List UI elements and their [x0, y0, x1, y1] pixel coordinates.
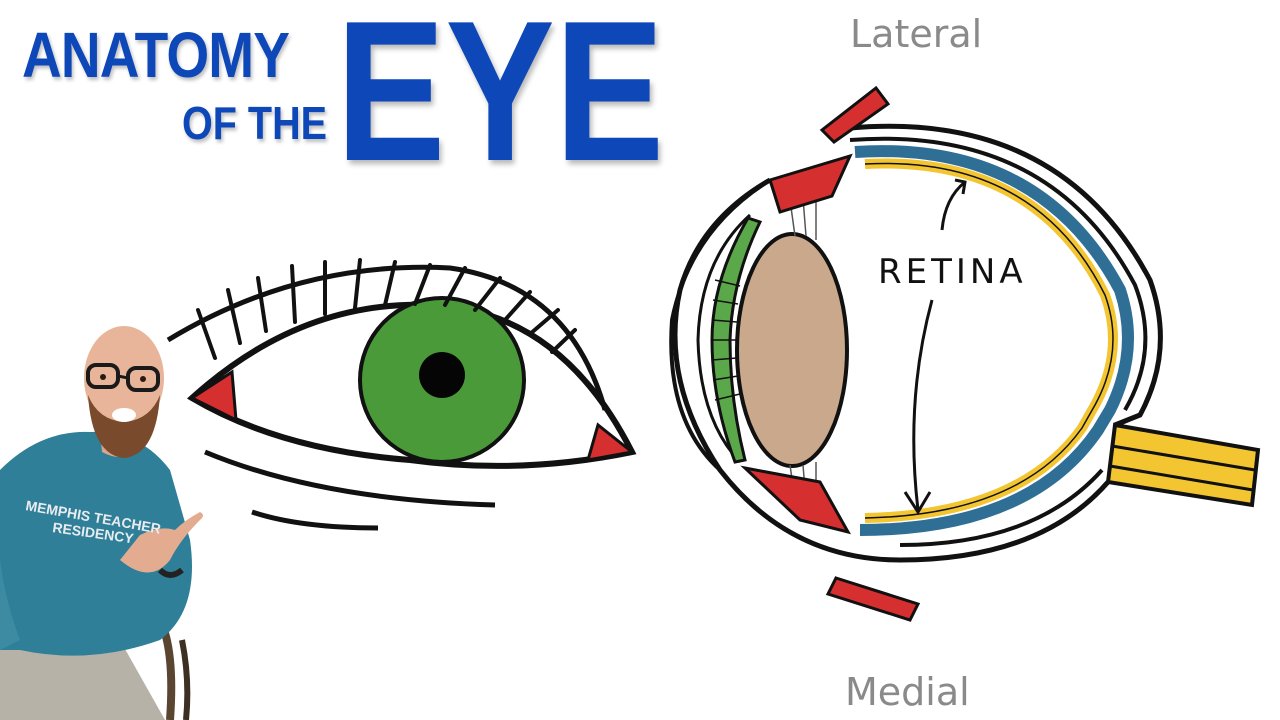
choroid	[854, 145, 1134, 536]
extraocular-muscle-lower	[825, 576, 921, 622]
title-anatomy: ANATOMY	[22, 19, 290, 91]
optic-nerve	[1105, 422, 1261, 508]
pupil	[419, 352, 465, 398]
title-block: ANATOMY OF THE EYE	[0, 0, 680, 200]
title-eye: EYE	[336, 0, 665, 203]
cross-iris	[710, 216, 763, 464]
ciliary-body-lower	[740, 465, 852, 535]
arrow-up	[940, 180, 966, 231]
label-retina: RETINA	[878, 252, 1027, 292]
arrow-down	[912, 299, 934, 511]
inner-corner	[188, 369, 238, 423]
label-lateral: Lateral	[850, 12, 983, 56]
outer-corner	[585, 422, 636, 462]
iris-striations	[711, 279, 741, 401]
eyelashes	[196, 258, 577, 360]
lens	[735, 232, 849, 468]
label-medial: Medial	[845, 670, 970, 714]
extraocular-muscle-upper	[819, 85, 891, 144]
title-of-the: OF THE	[182, 97, 328, 149]
ciliary-body-upper	[768, 153, 853, 214]
